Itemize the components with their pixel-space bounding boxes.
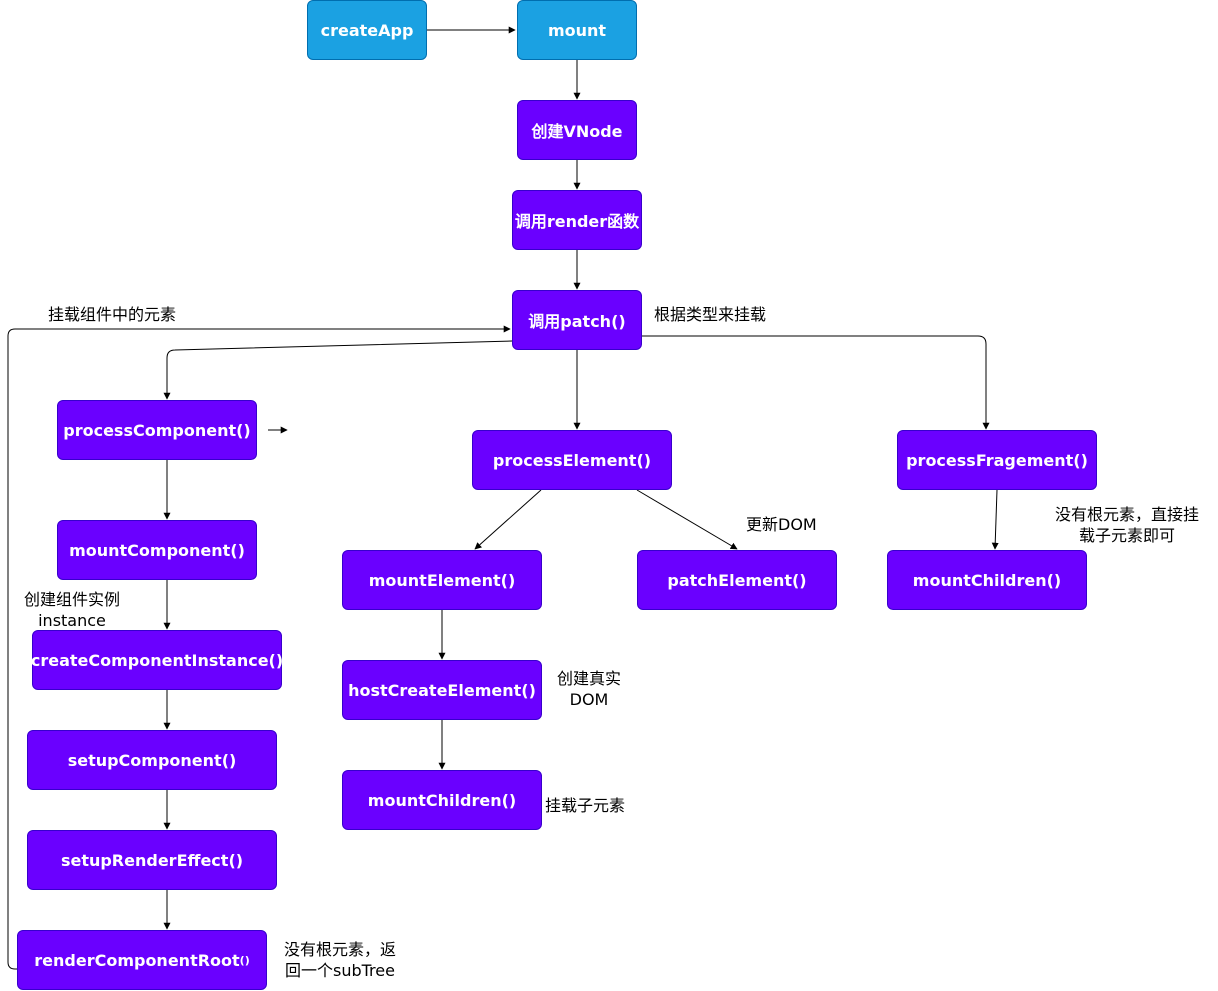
note-create-instance: 创建组件实例 instance [14, 589, 130, 631]
note-no-root-fragment-line1: 没有根元素，直接挂 [1054, 505, 1199, 524]
note-no-root-subtree: 没有根元素，返 回一个subTree [272, 939, 408, 981]
node-mount-component: mountComponent() [57, 520, 257, 580]
note-no-root-subtree-line2: 回一个subTree [285, 961, 395, 980]
note-create-real-dom: 创建真实 DOM [548, 668, 630, 710]
node-setup-component: setupComponent() [27, 730, 277, 790]
edge-processelement-mountelement [474, 489, 542, 550]
note-no-root-fragment: 没有根元素，直接挂 载子元素即可 [1042, 504, 1212, 546]
note-create-instance-line2: instance [38, 611, 106, 630]
note-create-real-dom-line2: DOM [569, 690, 609, 709]
edge-processfragement-mountchildren [991, 489, 999, 550]
edge-processelement-patchelement [636, 489, 738, 550]
note-create-real-dom-line1: 创建真实 [556, 669, 621, 688]
edge-patch-processfragement [642, 335, 990, 430]
node-mount-children-element: mountChildren() [342, 770, 542, 830]
render-component-root-label: renderComponentRoot [34, 950, 240, 970]
render-component-root-suffix: () [239, 953, 250, 967]
node-mount-children-fragment: mountChildren() [887, 550, 1087, 610]
node-create-component-instance: createComponentInstance() [31, 630, 283, 690]
node-call-render: 调用render函数 [512, 190, 642, 250]
node-process-component: processComponent() [57, 400, 257, 460]
note-create-instance-line1: 创建组件实例 [23, 590, 120, 609]
node-process-fragement: processFragement() [897, 430, 1097, 490]
node-mount-element: mountElement() [342, 550, 542, 610]
edge-rendercomponentroot-patch-loop [7, 325, 511, 970]
node-host-create-element: hostCreateElement() [342, 660, 542, 720]
node-patch-element: patchElement() [637, 550, 837, 610]
node-setup-render-effect: setupRenderEffect() [27, 830, 277, 890]
note-mount-child-elements: 挂载子元素 [545, 796, 626, 815]
node-render-component-root: renderComponentRoot() [17, 930, 267, 990]
node-create-vnode: 创建VNode [517, 100, 637, 160]
node-mount: mount [517, 0, 637, 60]
node-process-element: processElement() [472, 430, 672, 490]
note-mount-component-elements: 挂载组件中的元素 [48, 305, 177, 324]
edge-patch-processcomponent [163, 340, 513, 400]
note-no-root-fragment-line2: 载子元素即可 [1078, 526, 1175, 545]
note-no-root-subtree-line1: 没有根元素，返 [283, 940, 396, 959]
node-createapp: createApp [307, 0, 427, 60]
node-call-patch: 调用patch() [512, 290, 642, 350]
note-update-dom: 更新DOM [746, 515, 817, 534]
note-mount-by-type: 根据类型来挂载 [654, 305, 767, 324]
